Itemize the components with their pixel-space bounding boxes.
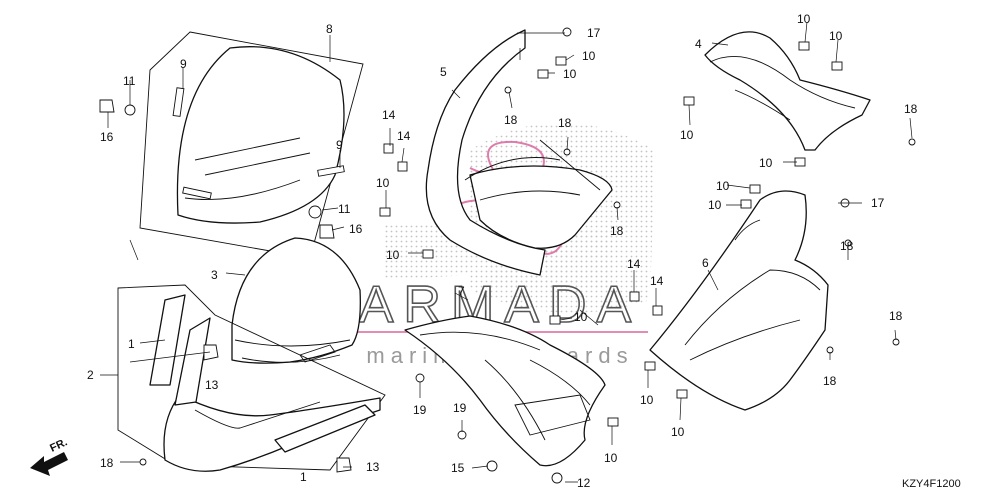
- callout-5: 5: [440, 65, 447, 79]
- callout-10: 10: [386, 248, 400, 262]
- callout-10: 10: [708, 198, 722, 212]
- part-7-lower-inner-cover: [404, 315, 606, 467]
- callout-10: 10: [680, 128, 694, 142]
- part-group-front-lower-cover: [117, 284, 386, 473]
- front-direction-arrow-icon: FR.: [30, 436, 69, 476]
- callout-18: 18: [823, 374, 837, 388]
- callout-13: 13: [366, 460, 380, 474]
- callout-10: 10: [582, 49, 596, 63]
- callout-3: 3: [211, 268, 218, 282]
- callout-14: 14: [627, 257, 641, 271]
- direction-label: FR.: [48, 436, 69, 454]
- group-outline-box-2: [117, 284, 386, 471]
- part-5-inner-frame: [425, 29, 613, 276]
- callout-2: 2: [87, 368, 94, 382]
- callout-10: 10: [797, 12, 811, 26]
- callout-18: 18: [100, 456, 114, 470]
- callout-13: 13: [205, 378, 219, 392]
- callout-10: 10: [829, 29, 843, 43]
- diagram-code: KZY4F1200: [902, 478, 961, 490]
- callout-10: 10: [759, 156, 773, 170]
- callout-labels: 1 1 2 3 4 5 6 7 8 9 9 10 10 10 10 10 10 …: [87, 12, 918, 490]
- callout-16: 16: [349, 222, 363, 236]
- callout-10: 10: [563, 67, 577, 81]
- callout-10: 10: [671, 425, 685, 439]
- callout-16: 16: [100, 130, 114, 144]
- part-13-clip-a: [203, 344, 219, 361]
- callout-18: 18: [558, 116, 572, 130]
- callout-10: 10: [640, 393, 654, 407]
- callout-11: 11: [338, 202, 351, 216]
- callout-14: 14: [382, 108, 396, 122]
- callout-19: 19: [413, 403, 427, 417]
- part-11-washer-b: [308, 205, 322, 219]
- fastener-set: [139, 27, 916, 484]
- callout-18: 18: [504, 113, 518, 127]
- callout-17: 17: [587, 26, 601, 40]
- part-group-windscreen-assembly: [99, 31, 364, 259]
- part-16-nut-a: [99, 99, 115, 113]
- callout-9: 9: [336, 138, 343, 152]
- callout-17: 17: [871, 196, 885, 210]
- part-1-trim-a: [149, 294, 186, 386]
- part-1-trim-b: [274, 404, 376, 453]
- callout-14: 14: [650, 274, 664, 288]
- part-6-side-cover: [649, 190, 829, 411]
- callout-1: 1: [300, 470, 307, 484]
- callout-10: 10: [716, 179, 730, 193]
- part-windscreen-upper: [176, 46, 345, 224]
- callout-8: 8: [326, 22, 333, 36]
- callout-15: 15: [451, 461, 465, 475]
- part-16-nut-b: [319, 224, 335, 239]
- callout-9: 9: [180, 57, 187, 71]
- callout-18: 18: [840, 239, 854, 253]
- part-3-meter-visor: [231, 237, 361, 364]
- callout-4: 4: [695, 37, 702, 51]
- callout-11: 11: [123, 74, 136, 88]
- group-outline-box: [139, 31, 364, 259]
- leader-lines: [100, 21, 913, 483]
- callout-19: 19: [453, 401, 467, 415]
- callout-10: 10: [604, 451, 618, 465]
- callout-18: 18: [610, 224, 624, 238]
- callout-10: 10: [376, 176, 390, 190]
- callout-10: 10: [574, 310, 588, 324]
- part-4-handle-cover: [704, 31, 871, 151]
- part-13-clip-b: [336, 457, 352, 473]
- callout-6: 6: [702, 256, 709, 270]
- part-11-washer-a: [124, 104, 136, 116]
- part-9-strip-b: [317, 165, 345, 177]
- callout-14: 14: [397, 129, 411, 143]
- callout-1: 1: [128, 337, 135, 351]
- callout-7: 7: [458, 284, 465, 298]
- callout-18: 18: [889, 309, 903, 323]
- callout-18: 18: [904, 102, 918, 116]
- part-9-strip-a: [172, 87, 185, 117]
- callout-12: 12: [577, 476, 591, 490]
